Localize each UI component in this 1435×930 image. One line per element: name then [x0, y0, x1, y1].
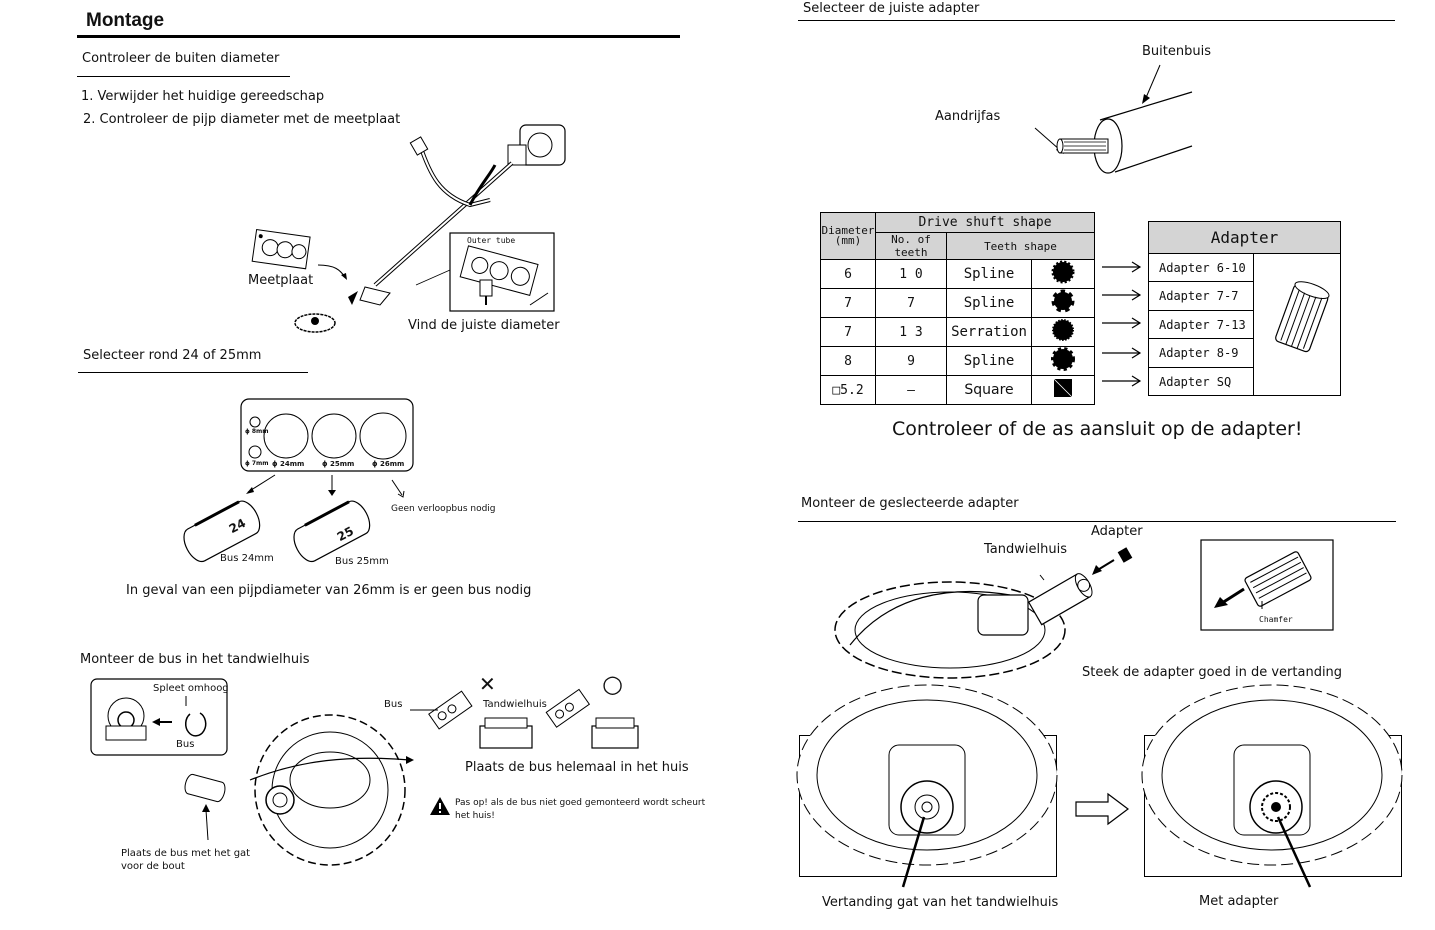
bus-label: Bus: [384, 699, 403, 710]
cell-diameter: 7: [820, 317, 876, 347]
buitenbuis-label: Buitenbuis: [1142, 44, 1211, 59]
cell-diameter: 8: [820, 346, 876, 376]
col-diameter: Diameter (mm): [820, 212, 876, 260]
adapter-illustration: [1253, 253, 1341, 396]
arrow-right-icon: [1102, 261, 1142, 387]
bus24-label: Bus 24mm: [220, 553, 274, 564]
col-teeth-no: No. of teeth: [875, 232, 947, 260]
step-2: 2. Controleer de pijp diameter met de me…: [83, 112, 401, 127]
section-rule: [77, 76, 290, 77]
tube-shaft-illustration: [1034, 64, 1193, 174]
plate-label-25mm: ϕ 25mm: [322, 460, 355, 468]
section-heading-select-adapter: Selecteer de juiste adapter: [803, 1, 980, 16]
slot-up-inset: [90, 678, 228, 756]
slot-up-label: Spleet omhoog: [153, 683, 229, 694]
cell-shape: Spline: [946, 288, 1032, 318]
plate-label-7mm: ϕ 7mm: [245, 460, 269, 467]
cell-diameter: 7: [820, 288, 876, 318]
chamfer-label: Chamfer: [1259, 615, 1293, 624]
table-title: Drive shuft shape: [875, 212, 1095, 233]
table-row: 8 9 Spline: [820, 346, 1095, 376]
shape-spline-icon: [1031, 288, 1095, 318]
gearhead-without-adapter: [796, 684, 1058, 888]
shape-square-icon: [1031, 375, 1095, 405]
tandwielhuis-label-right: Tandwielhuis: [984, 542, 1067, 557]
measuring-plate-illustration: [240, 398, 414, 472]
section-heading-mount-bush: Monteer de bus in het tandwielhuis: [80, 652, 310, 667]
wrong-mark-icon: ✕: [479, 672, 496, 696]
section-heading-outer-diameter: Controleer de buiten diameter: [82, 51, 280, 66]
section-heading-mount-adapter: Monteer de geslecteerde adapter: [801, 496, 1019, 511]
adapter-cell: Adapter 7-7: [1148, 281, 1254, 311]
gearhead-bush-illustration: [184, 714, 414, 866]
gearhead-with-adapter: [1141, 684, 1403, 888]
big-arrow-right-icon: [1075, 792, 1129, 826]
step-1: 1. Verwijder het huidige gereedschap: [81, 89, 325, 104]
gear-icon: [254, 714, 406, 866]
adapter-table: Adapter Adapter 6-10 Adapter 7-7 Adapter…: [1148, 221, 1341, 396]
place-hole-label: Plaats de bus met het gat voor de bout: [121, 848, 251, 872]
no-bush-label: Geen verloopbus nodig: [391, 504, 496, 514]
caption-right: Met adapter: [1199, 894, 1279, 909]
plate-label-24mm: ϕ 24mm: [272, 460, 305, 468]
shape-spline-icon: [1031, 259, 1095, 289]
section-rule: [78, 372, 308, 373]
section-rule: [798, 521, 1396, 522]
correct-mark-icon: ○: [602, 670, 623, 698]
cell-teeth: 1 3: [875, 317, 947, 347]
cell-diameter: □5.2: [820, 375, 876, 405]
tandwielhuis-label: Tandwielhuis: [483, 699, 547, 710]
drive-shaft-table: Diameter (mm) Drive shuft shape No. of t…: [820, 212, 1095, 405]
section-heading-select-round: Selecteer rond 24 of 25mm: [83, 348, 262, 363]
cell-shape: Spline: [946, 259, 1032, 289]
insert-adapter-label: Steek de adapter goed in de vertanding: [1082, 665, 1343, 680]
plate-label-8mm: ϕ 8mm: [245, 428, 269, 435]
plate-label-26mm: ϕ 26mm: [372, 460, 405, 468]
cell-teeth: 1 0: [875, 259, 947, 289]
find-diameter-label: Vind de juiste diameter: [408, 318, 560, 333]
meetplaat-label: Meetplaat: [248, 273, 314, 288]
cell-diameter: 6: [820, 259, 876, 289]
adapter-header: Adapter: [1148, 221, 1341, 254]
table-row: 7 1 3 Serration: [820, 317, 1095, 347]
shape-serration-icon: [1031, 317, 1095, 347]
warning-triangle-icon: [430, 797, 450, 815]
table-row: □5.2 — Square: [820, 375, 1095, 405]
cell-teeth: 9: [875, 346, 947, 376]
bus25-label: Bus 25mm: [335, 556, 389, 567]
cell-shape: Square: [946, 375, 1032, 405]
bush-fit-comparison: [410, 688, 639, 749]
adapter-cell: Adapter SQ: [1148, 367, 1254, 396]
bushes-illustration: [183, 474, 405, 563]
cell-shape: Serration: [946, 317, 1032, 347]
aandrijfas-label: Aandrijfas: [935, 109, 1001, 124]
outer-tube-label: Outer tube: [467, 236, 516, 245]
adapter-cell: Adapter 7-13: [1148, 310, 1254, 339]
no-bush-note: In geval van een pijpdiameter van 26mm i…: [126, 583, 532, 598]
cell-teeth: —: [875, 375, 947, 405]
shape-spline-icon: [1031, 346, 1095, 376]
cell-teeth: 7: [875, 288, 947, 318]
adapter-cell: Adapter 6-10: [1148, 253, 1254, 282]
adapter-label: Adapter: [1091, 524, 1143, 539]
title-rule: [77, 35, 680, 38]
adapter-mount-illustration: [834, 547, 1133, 679]
place-full-label: Plaats de bus helemaal in het huis: [465, 760, 689, 775]
caption-left: Vertanding gat van het tandwielhuis: [822, 895, 1059, 910]
adapter-cell: Adapter 8-9: [1148, 338, 1254, 368]
chamfer-inset: [1200, 539, 1334, 631]
page-title: Montage: [86, 10, 165, 31]
table-row: 7 7 Spline: [820, 288, 1095, 318]
table-row: 6 1 0 Spline: [820, 259, 1095, 289]
check-adapter-note: Controleer of de as aansluit op de adapt…: [892, 418, 1303, 440]
cell-shape: Spline: [946, 346, 1032, 376]
col-teeth-shape: Teeth shape: [946, 232, 1095, 260]
warning-text: Pas op! als de bus niet goed gemonteerd …: [455, 798, 706, 821]
section-rule: [798, 20, 1395, 21]
trimmer-illustration: [251, 124, 566, 333]
bus-small-label: Bus: [176, 739, 195, 750]
